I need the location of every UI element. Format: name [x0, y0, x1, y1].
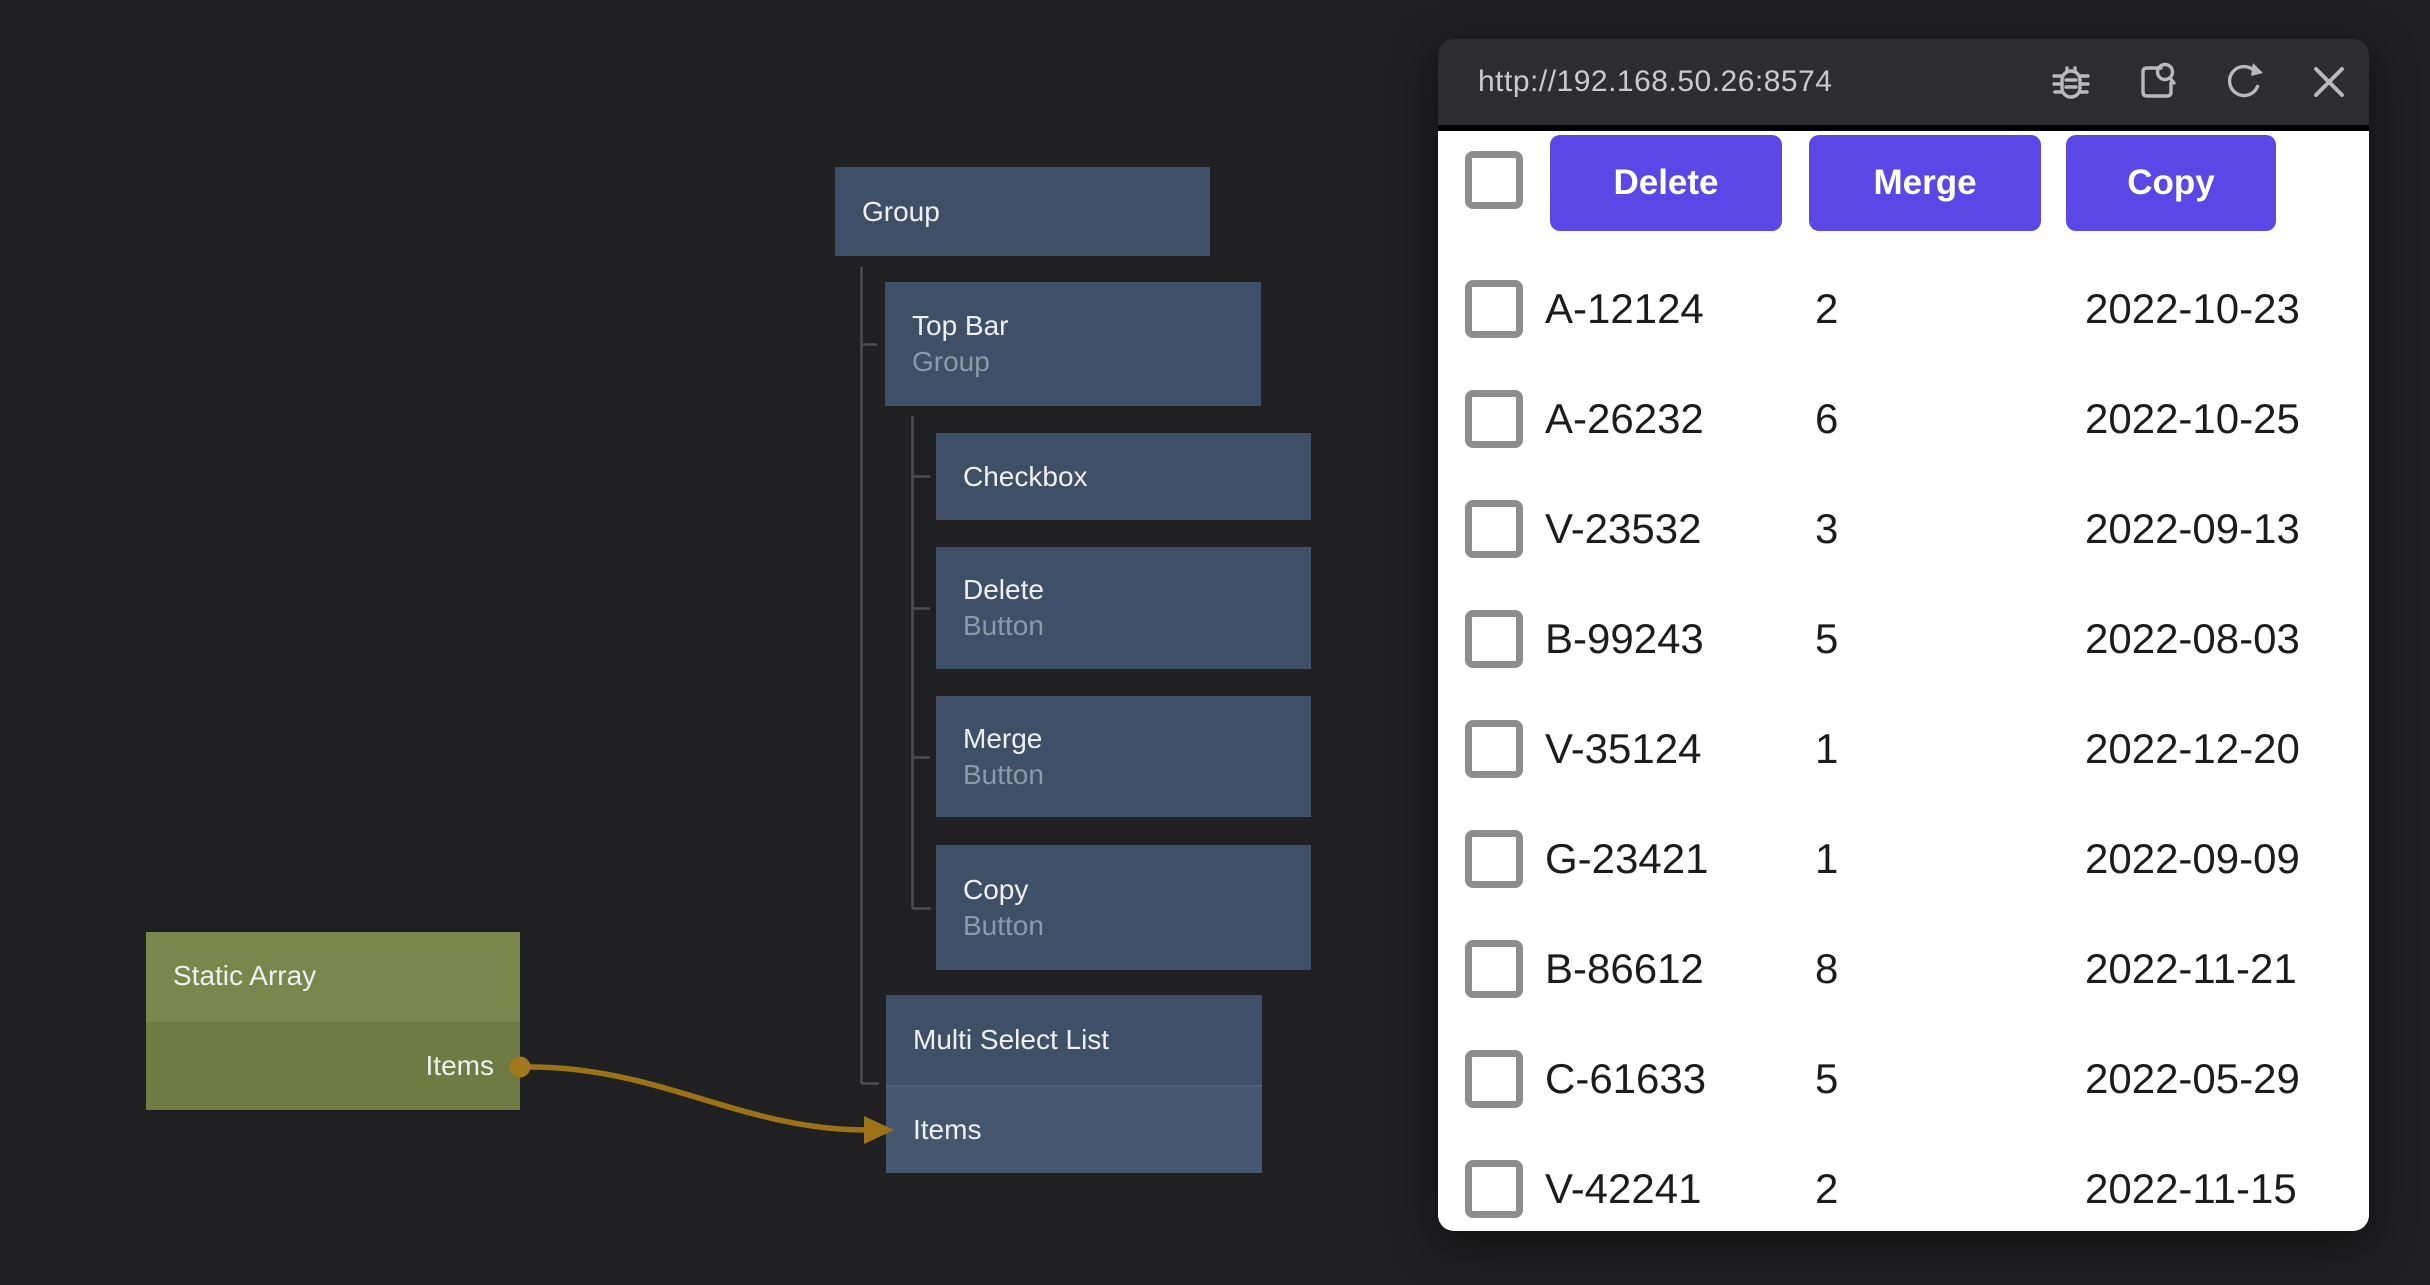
toolbar-separator [1438, 125, 2369, 131]
item-qty: 2 [1815, 1165, 1839, 1212]
copy-button[interactable]: Copy [2066, 135, 2276, 231]
node-title: Group [862, 195, 940, 227]
list-item[interactable]: V-35124 1 2022-12-20 [1438, 694, 2369, 804]
item-id: B-86612 [1545, 945, 1704, 992]
node-static-array[interactable]: Static Array Items [146, 932, 520, 1110]
row-checkbox[interactable] [1465, 720, 1523, 778]
list-item[interactable]: A-12124 2 2022-10-23 [1438, 254, 2369, 364]
list-item[interactable]: G-23421 1 2022-09-09 [1438, 804, 2369, 914]
url-text: http://192.168.50.26:8574 [1478, 65, 1833, 98]
item-qty: 8 [1815, 945, 1839, 992]
row-checkbox[interactable] [1465, 280, 1523, 338]
node-subtitle: Button [963, 610, 1044, 641]
item-date: 2022-08-03 [2085, 615, 2300, 662]
item-id: A-12124 [1545, 285, 1704, 332]
item-date: 2022-09-09 [2085, 835, 2300, 882]
item-date: 2022-10-25 [2085, 395, 2300, 442]
item-qty: 6 [1815, 395, 1839, 442]
item-date: 2022-11-15 [2085, 1165, 2297, 1212]
item-id: V-23532 [1545, 505, 1702, 552]
node-title: Static Array [173, 960, 317, 991]
inspect-icon[interactable] [2135, 60, 2179, 104]
node-title: Copy [963, 873, 1029, 905]
tree-line-group-children [860, 267, 879, 1085]
item-id: V-35124 [1545, 725, 1702, 772]
row-checkbox[interactable] [1465, 610, 1523, 668]
node-multi-select-list[interactable]: Multi Select List Items [886, 995, 1262, 1173]
refresh-icon[interactable] [2221, 60, 2265, 104]
node-delete-button[interactable]: Delete Button [936, 547, 1311, 669]
item-qty: 3 [1815, 505, 1839, 552]
item-id: B-99243 [1545, 615, 1704, 662]
list-item[interactable]: C-61633 5 2022-05-29 [1438, 1024, 2369, 1134]
item-qty: 2 [1815, 285, 1839, 332]
port-label: Items [425, 1050, 494, 1081]
item-date: 2022-10-23 [2085, 285, 2300, 332]
debug-icon[interactable] [2049, 60, 2093, 104]
item-id: A-26232 [1545, 395, 1704, 442]
port-label: Items [913, 1114, 982, 1145]
delete-button[interactable]: Delete [1550, 135, 1782, 231]
row-checkbox[interactable] [1465, 390, 1523, 448]
connection-wire[interactable] [529, 1064, 867, 1133]
item-qty: 1 [1815, 725, 1839, 772]
node-checkbox[interactable]: Checkbox [936, 433, 1311, 520]
item-date: 2022-09-13 [2085, 505, 2300, 552]
node-title: Checkbox [963, 460, 1088, 492]
node-title-section: Multi Select List [886, 995, 1262, 1085]
list-item[interactable]: B-86612 8 2022-11-21 [1438, 914, 2369, 1024]
list-item[interactable]: A-26232 6 2022-10-25 [1438, 364, 2369, 474]
list-item[interactable]: B-99243 5 2022-08-03 [1438, 584, 2369, 694]
row-checkbox[interactable] [1465, 940, 1523, 998]
close-icon[interactable] [2307, 60, 2351, 104]
row-checkbox[interactable] [1465, 500, 1523, 558]
output-port-items[interactable]: Items [146, 1020, 520, 1110]
node-copy-button[interactable]: Copy Button [936, 845, 1311, 970]
node-title: Merge [963, 722, 1043, 754]
node-title: Top Bar [912, 310, 1009, 341]
preview-window: http://192.168.50.26:8574 [1438, 39, 2369, 1231]
merge-button[interactable]: Merge [1809, 135, 2041, 231]
item-date: 2022-05-29 [2085, 1055, 2300, 1102]
item-qty: 1 [1815, 835, 1839, 882]
browser-toolbar: http://192.168.50.26:8574 [1438, 39, 2369, 125]
item-id: G-23421 [1545, 835, 1709, 882]
row-checkbox[interactable] [1465, 830, 1523, 888]
item-qty: 5 [1815, 1055, 1839, 1102]
input-port-items[interactable]: Items [886, 1085, 1262, 1173]
node-subtitle: Button [963, 758, 1044, 790]
item-qty: 5 [1815, 615, 1839, 662]
node-top-bar[interactable]: Top Bar Group [885, 282, 1261, 406]
node-subtitle: Button [963, 909, 1044, 941]
node-title-section: Static Array [146, 932, 520, 1020]
tree-line-topbar-children [911, 416, 931, 910]
preview-content: Delete Merge Copy A-12124 2 2022-10-23 A… [1438, 131, 2369, 1231]
item-list: A-12124 2 2022-10-23 A-26232 6 2022-10-2… [1438, 254, 2369, 1231]
node-merge-button[interactable]: Merge Button [936, 696, 1311, 817]
list-item[interactable]: V-23532 3 2022-09-13 [1438, 474, 2369, 584]
item-date: 2022-11-21 [2085, 945, 2297, 992]
list-item[interactable]: V-42241 2 2022-11-15 [1438, 1134, 2369, 1231]
node-group[interactable]: Group [835, 167, 1210, 256]
row-checkbox[interactable] [1465, 1050, 1523, 1108]
row-checkbox[interactable] [1465, 1160, 1523, 1218]
list-header: Delete Merge Copy [1438, 131, 2369, 241]
node-title: Multi Select List [913, 1024, 1110, 1055]
toolbar-icons [2049, 60, 2351, 104]
node-title: Delete [963, 574, 1044, 605]
select-all-checkbox[interactable] [1465, 151, 1523, 209]
item-id: V-42241 [1545, 1165, 1702, 1212]
item-date: 2022-12-20 [2085, 725, 2300, 772]
node-subtitle: Group [912, 346, 990, 377]
item-id: C-61633 [1545, 1055, 1707, 1102]
